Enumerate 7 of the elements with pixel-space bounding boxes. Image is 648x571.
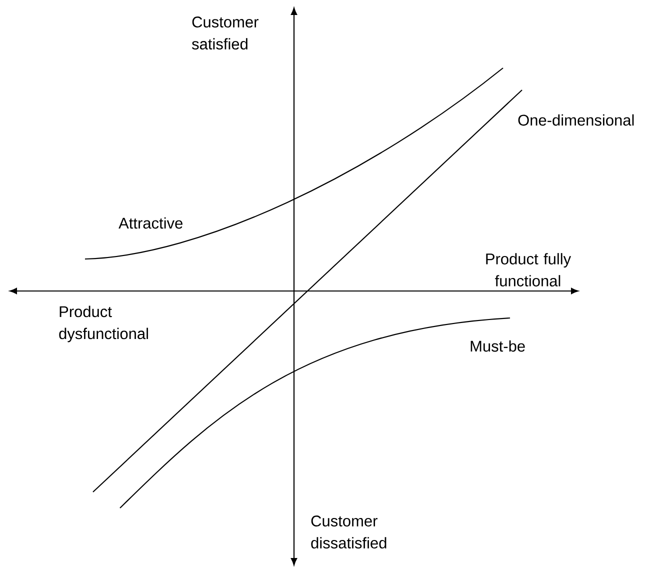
- axis-label: Must-be: [470, 340, 525, 352]
- axis-label: Attractive: [118, 217, 182, 229]
- axis-label: Customer satisfied: [192, 16, 258, 50]
- axis-label: Customer dissatisfied: [311, 516, 386, 548]
- axis-label: Product fully functional: [486, 253, 572, 286]
- axis-label: One-dimensional: [518, 114, 634, 126]
- axis-label: Product dysfunctional: [59, 306, 148, 342]
